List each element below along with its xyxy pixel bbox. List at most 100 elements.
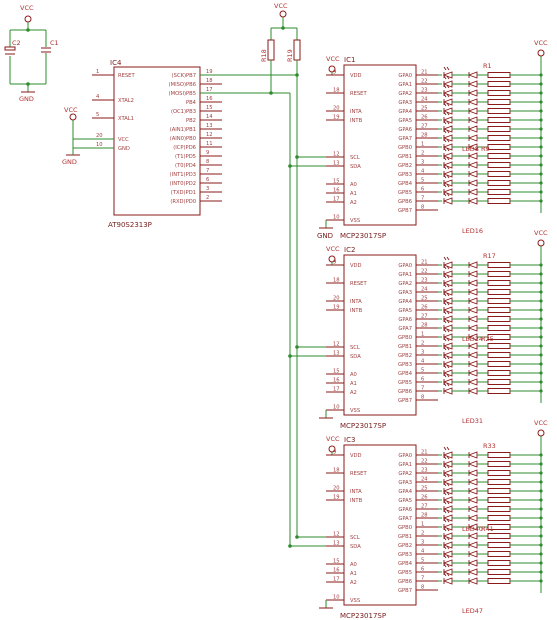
resistor	[487, 126, 511, 132]
expander-pin-number: 10	[333, 405, 340, 411]
junction-dot	[295, 345, 299, 349]
led-diode	[467, 161, 478, 169]
led-diode	[442, 197, 453, 205]
led-arrows	[443, 328, 450, 333]
led-arrows	[443, 75, 450, 80]
led-arrows	[443, 256, 450, 261]
junction-dot	[539, 453, 543, 457]
vcc-symbol-rail	[537, 429, 545, 437]
expander-pin-number: 7	[421, 196, 424, 202]
led-arrows	[443, 138, 450, 143]
led-diode	[467, 170, 478, 178]
expander-pin-number: 15	[333, 559, 340, 565]
mcu-ref: IC4	[110, 59, 122, 67]
vcc-label: VCC	[20, 4, 34, 12]
expander-pin-name: INTA	[350, 489, 362, 495]
resistor	[487, 379, 511, 385]
expander-ref: IC1	[344, 56, 355, 64]
led-arrows	[443, 93, 450, 98]
led-diode	[467, 378, 478, 386]
led-arrows	[443, 337, 450, 342]
resistor	[487, 280, 511, 286]
expander-pin-name: GPB2	[398, 353, 412, 359]
vcc-symbol-rail	[537, 239, 545, 247]
mcu-pin-number: 19	[206, 69, 213, 75]
expander-pin-number: 8	[421, 585, 424, 591]
led-diode	[467, 351, 478, 359]
expander-pin-number: 19	[333, 115, 340, 121]
expander-ic2: IC2MCP23017SPVCC9VDD18RESET20INTA19INTB1…	[288, 229, 548, 430]
expander-pin-name: GPA7	[398, 326, 412, 332]
i2c-pullups: VCC R18 R19	[260, 2, 301, 84]
expander-pin-name: GPA6	[398, 127, 412, 133]
resistor	[487, 515, 511, 521]
resistor	[487, 90, 511, 96]
led-diode	[467, 80, 478, 88]
led-arrows	[443, 518, 450, 523]
expander-pin-name: A0	[350, 372, 357, 378]
resistor	[487, 551, 511, 557]
expander-pin-number: 12	[333, 152, 340, 158]
expander-pin-number: 5	[421, 558, 424, 564]
led-arrows	[443, 292, 450, 297]
led-diode	[467, 270, 478, 278]
mcu-pin-name: PB2	[186, 118, 196, 124]
expander-pin-number: 4	[421, 169, 425, 175]
led-diode	[467, 179, 478, 187]
expander-pin-number: 13	[333, 351, 340, 357]
r19-label: R19	[286, 49, 294, 62]
expander-pin-number: 15	[333, 179, 340, 185]
expander-pin-name: RESET	[350, 91, 367, 97]
expander-pin-number: 28	[421, 513, 428, 519]
led-diode	[467, 116, 478, 124]
resistor	[487, 452, 511, 458]
led-diode	[467, 71, 478, 79]
junction-dot	[539, 516, 543, 520]
expander-pin-name: GPB7	[398, 208, 412, 214]
expander-pin-name: VSS	[350, 218, 360, 224]
expander-pin-name: GPB0	[398, 335, 412, 341]
expander-pin-number: 21	[421, 70, 428, 76]
led-arrows	[443, 563, 450, 568]
resistor	[487, 361, 511, 367]
resistor	[487, 289, 511, 295]
expander-pin-name: GPB3	[398, 552, 412, 558]
expander-part: MCP23017SP	[340, 422, 386, 430]
led-arrows	[443, 473, 450, 478]
mcu-pin-number: 18	[206, 78, 213, 84]
led-arrows	[443, 120, 450, 125]
mcu-pin-number: 6	[206, 177, 209, 183]
expander-pin-number: 22	[421, 79, 428, 85]
expander-pin-name: VSS	[350, 598, 360, 604]
led-arrows	[443, 147, 450, 152]
led-diode	[467, 342, 478, 350]
expander-pin-number: 26	[421, 305, 428, 311]
junction-dot	[539, 498, 543, 502]
mcu-pin-number: 11	[206, 141, 213, 147]
resistor	[487, 578, 511, 584]
led-diode	[467, 469, 478, 477]
mcu-pin-name: RESET	[118, 73, 135, 79]
expander-pin-number: 21	[421, 450, 428, 456]
junction-dot	[539, 507, 543, 511]
mcu-pin-name: (RXD)PD0	[170, 199, 196, 205]
led-diode	[467, 487, 478, 495]
expander-pin-name: A2	[350, 390, 357, 396]
expander-pin-number: 1	[421, 522, 424, 528]
mcu-pin-name: XTAL1	[118, 116, 134, 122]
expander-ref: IC2	[344, 246, 355, 254]
expander-pin-name: GPA5	[398, 308, 412, 314]
junction-dot	[539, 82, 543, 86]
expander-pin-number: 18	[333, 278, 340, 284]
gnd-label-caps: GND	[19, 95, 34, 103]
expander-pin-number: 25	[421, 106, 428, 112]
mcu-pin-number: 12	[206, 132, 213, 138]
expander-pin-number: 6	[421, 187, 424, 193]
expander-pin-name: GPA0	[398, 73, 412, 79]
resistor	[487, 461, 511, 467]
expander-pin-name: SDA	[350, 354, 361, 360]
junction-dot	[539, 489, 543, 493]
mcu-pin-name: (SCK)PB7	[172, 73, 196, 79]
vcc-label-rail: VCC	[534, 229, 548, 237]
led-label-bottom: LED31	[462, 417, 483, 425]
